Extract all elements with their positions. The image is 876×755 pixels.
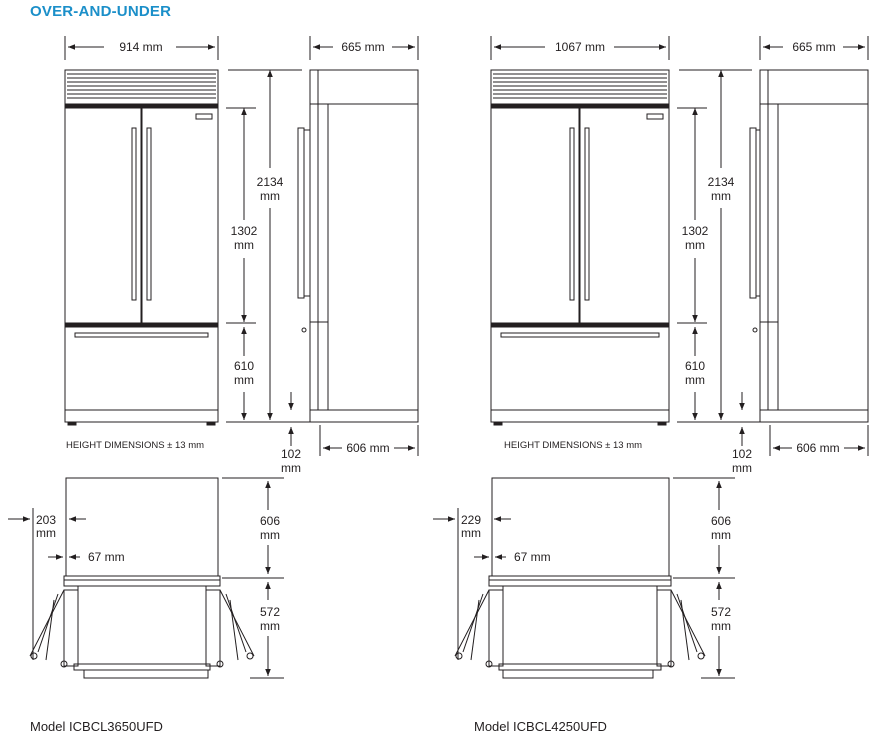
model-1-labels: 914 mm 665 mm 2134 mm 1302 mm 610 mm 102… [30, 40, 390, 734]
side-view [297, 69, 419, 423]
lower-height-unit: mm [685, 373, 705, 387]
total-height-value: 2134 [708, 175, 735, 189]
grille-height-unit: mm [732, 461, 752, 475]
grille-height-value: 102 [281, 447, 301, 461]
total-height-value: 2134 [257, 175, 284, 189]
grille-height-value: 102 [732, 447, 752, 461]
door-swing-value: 572 [711, 605, 731, 619]
lower-height-value: 610 [685, 359, 705, 373]
front-view [64, 69, 219, 426]
plan-offset-unit: mm [461, 526, 481, 540]
front-view [490, 69, 670, 426]
model-name: Model ICBCL3650UFD [30, 719, 163, 734]
height-tolerance-note: HEIGHT DIMENSIONS ± 13 mm [66, 440, 204, 451]
dimension-lines [8, 36, 419, 679]
plan-offset-unit: mm [36, 526, 56, 540]
lower-height-value: 610 [234, 359, 254, 373]
plan-depth-value: 606 [711, 514, 731, 528]
upper-height-value: 1302 [682, 224, 709, 238]
upper-height-unit: mm [234, 238, 254, 252]
plan-depth-value: 606 [260, 514, 280, 528]
model-2-labels: 1067 mm 665 mm 2134 mm 1302 mm 610 mm 10… [461, 40, 840, 734]
model-1-drawing [8, 36, 419, 679]
depth-label: 665 mm [341, 40, 384, 54]
model-2-drawing [433, 36, 869, 679]
plan-view [29, 477, 255, 679]
page-title: OVER-AND-UNDER [30, 3, 172, 20]
total-height-unit: mm [711, 189, 731, 203]
upper-height-unit: mm [685, 238, 705, 252]
cabinet-depth-label: 606 mm [346, 441, 389, 455]
cabinet-depth-label: 606 mm [796, 441, 839, 455]
plan-inset-label: 67 mm [88, 550, 125, 564]
door-swing-value: 572 [260, 605, 280, 619]
width-label: 1067 mm [555, 40, 605, 54]
plan-offset-value: 229 [461, 513, 481, 527]
total-height-unit: mm [260, 189, 280, 203]
plan-view [454, 477, 706, 679]
lower-height-unit: mm [234, 373, 254, 387]
height-tolerance-note: HEIGHT DIMENSIONS ± 13 mm [504, 440, 642, 451]
model-name: Model ICBCL4250UFD [474, 719, 607, 734]
side-view [749, 69, 869, 423]
plan-depth-unit: mm [260, 528, 280, 542]
upper-height-value: 1302 [231, 224, 258, 238]
depth-label: 665 mm [792, 40, 835, 54]
plan-inset-label: 67 mm [514, 550, 551, 564]
door-swing-unit: mm [711, 619, 731, 633]
width-label: 914 mm [119, 40, 162, 54]
door-swing-unit: mm [260, 619, 280, 633]
plan-depth-unit: mm [711, 528, 731, 542]
plan-offset-value: 203 [36, 513, 56, 527]
dimension-lines [433, 36, 869, 679]
grille-height-unit: mm [281, 461, 301, 475]
